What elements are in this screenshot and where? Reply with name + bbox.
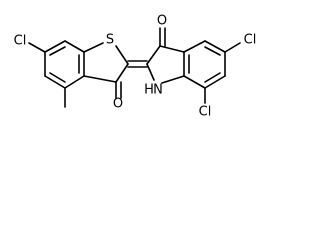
bond-inner-c6-c7 (49, 46, 66, 56)
bond-c3-c3a-indole (159, 45, 185, 53)
bond-inner-c6-c7-indole (204, 72, 221, 83)
bond-c3a-c4-indole (183, 40, 206, 53)
bond-c5-cl-indole (224, 42, 241, 53)
oxygen-label: O (157, 14, 167, 29)
nitrogen-label: N (153, 83, 163, 98)
bond-c4-c5 (44, 75, 66, 89)
chlorine-label: Cl (199, 105, 212, 120)
bond-inner-c4-c5 (49, 72, 66, 83)
sulfur-label: S (106, 33, 114, 48)
oxygen-label: O (113, 97, 123, 112)
bond-c6-c7 (44, 40, 66, 53)
bond-c4-c5-indole (204, 40, 226, 53)
bond-c7-c7a (64, 40, 85, 53)
bond-lines (28, 27, 241, 108)
bond-n-c2-indole (146, 63, 155, 81)
atom-labels: Cl S O O Cl H N Cl (14, 14, 257, 120)
nitrogen-hydrogen-label: H (144, 83, 154, 98)
bond-c3-c3a (83, 75, 117, 83)
bond-c7a-n-indole (161, 75, 185, 84)
bond-cl-c6 (28, 42, 46, 53)
bond-c7-c7a-indole (183, 75, 206, 89)
chlorine-label: Cl (14, 34, 27, 49)
bond-c2-c3 (115, 63, 129, 83)
bond-c7a-s (83, 42, 104, 53)
bond-c2-c3-indole (146, 45, 161, 65)
bond-c6-c7-indole (204, 75, 226, 89)
chlorine-label: Cl (244, 33, 257, 48)
bond-inner-c4-c5-indole (204, 46, 221, 56)
chemical-structure-diagram: Cl S O O Cl H N Cl (14, 14, 257, 120)
bond-c3a-c4 (64, 75, 85, 89)
bond-s-c2 (115, 45, 129, 65)
